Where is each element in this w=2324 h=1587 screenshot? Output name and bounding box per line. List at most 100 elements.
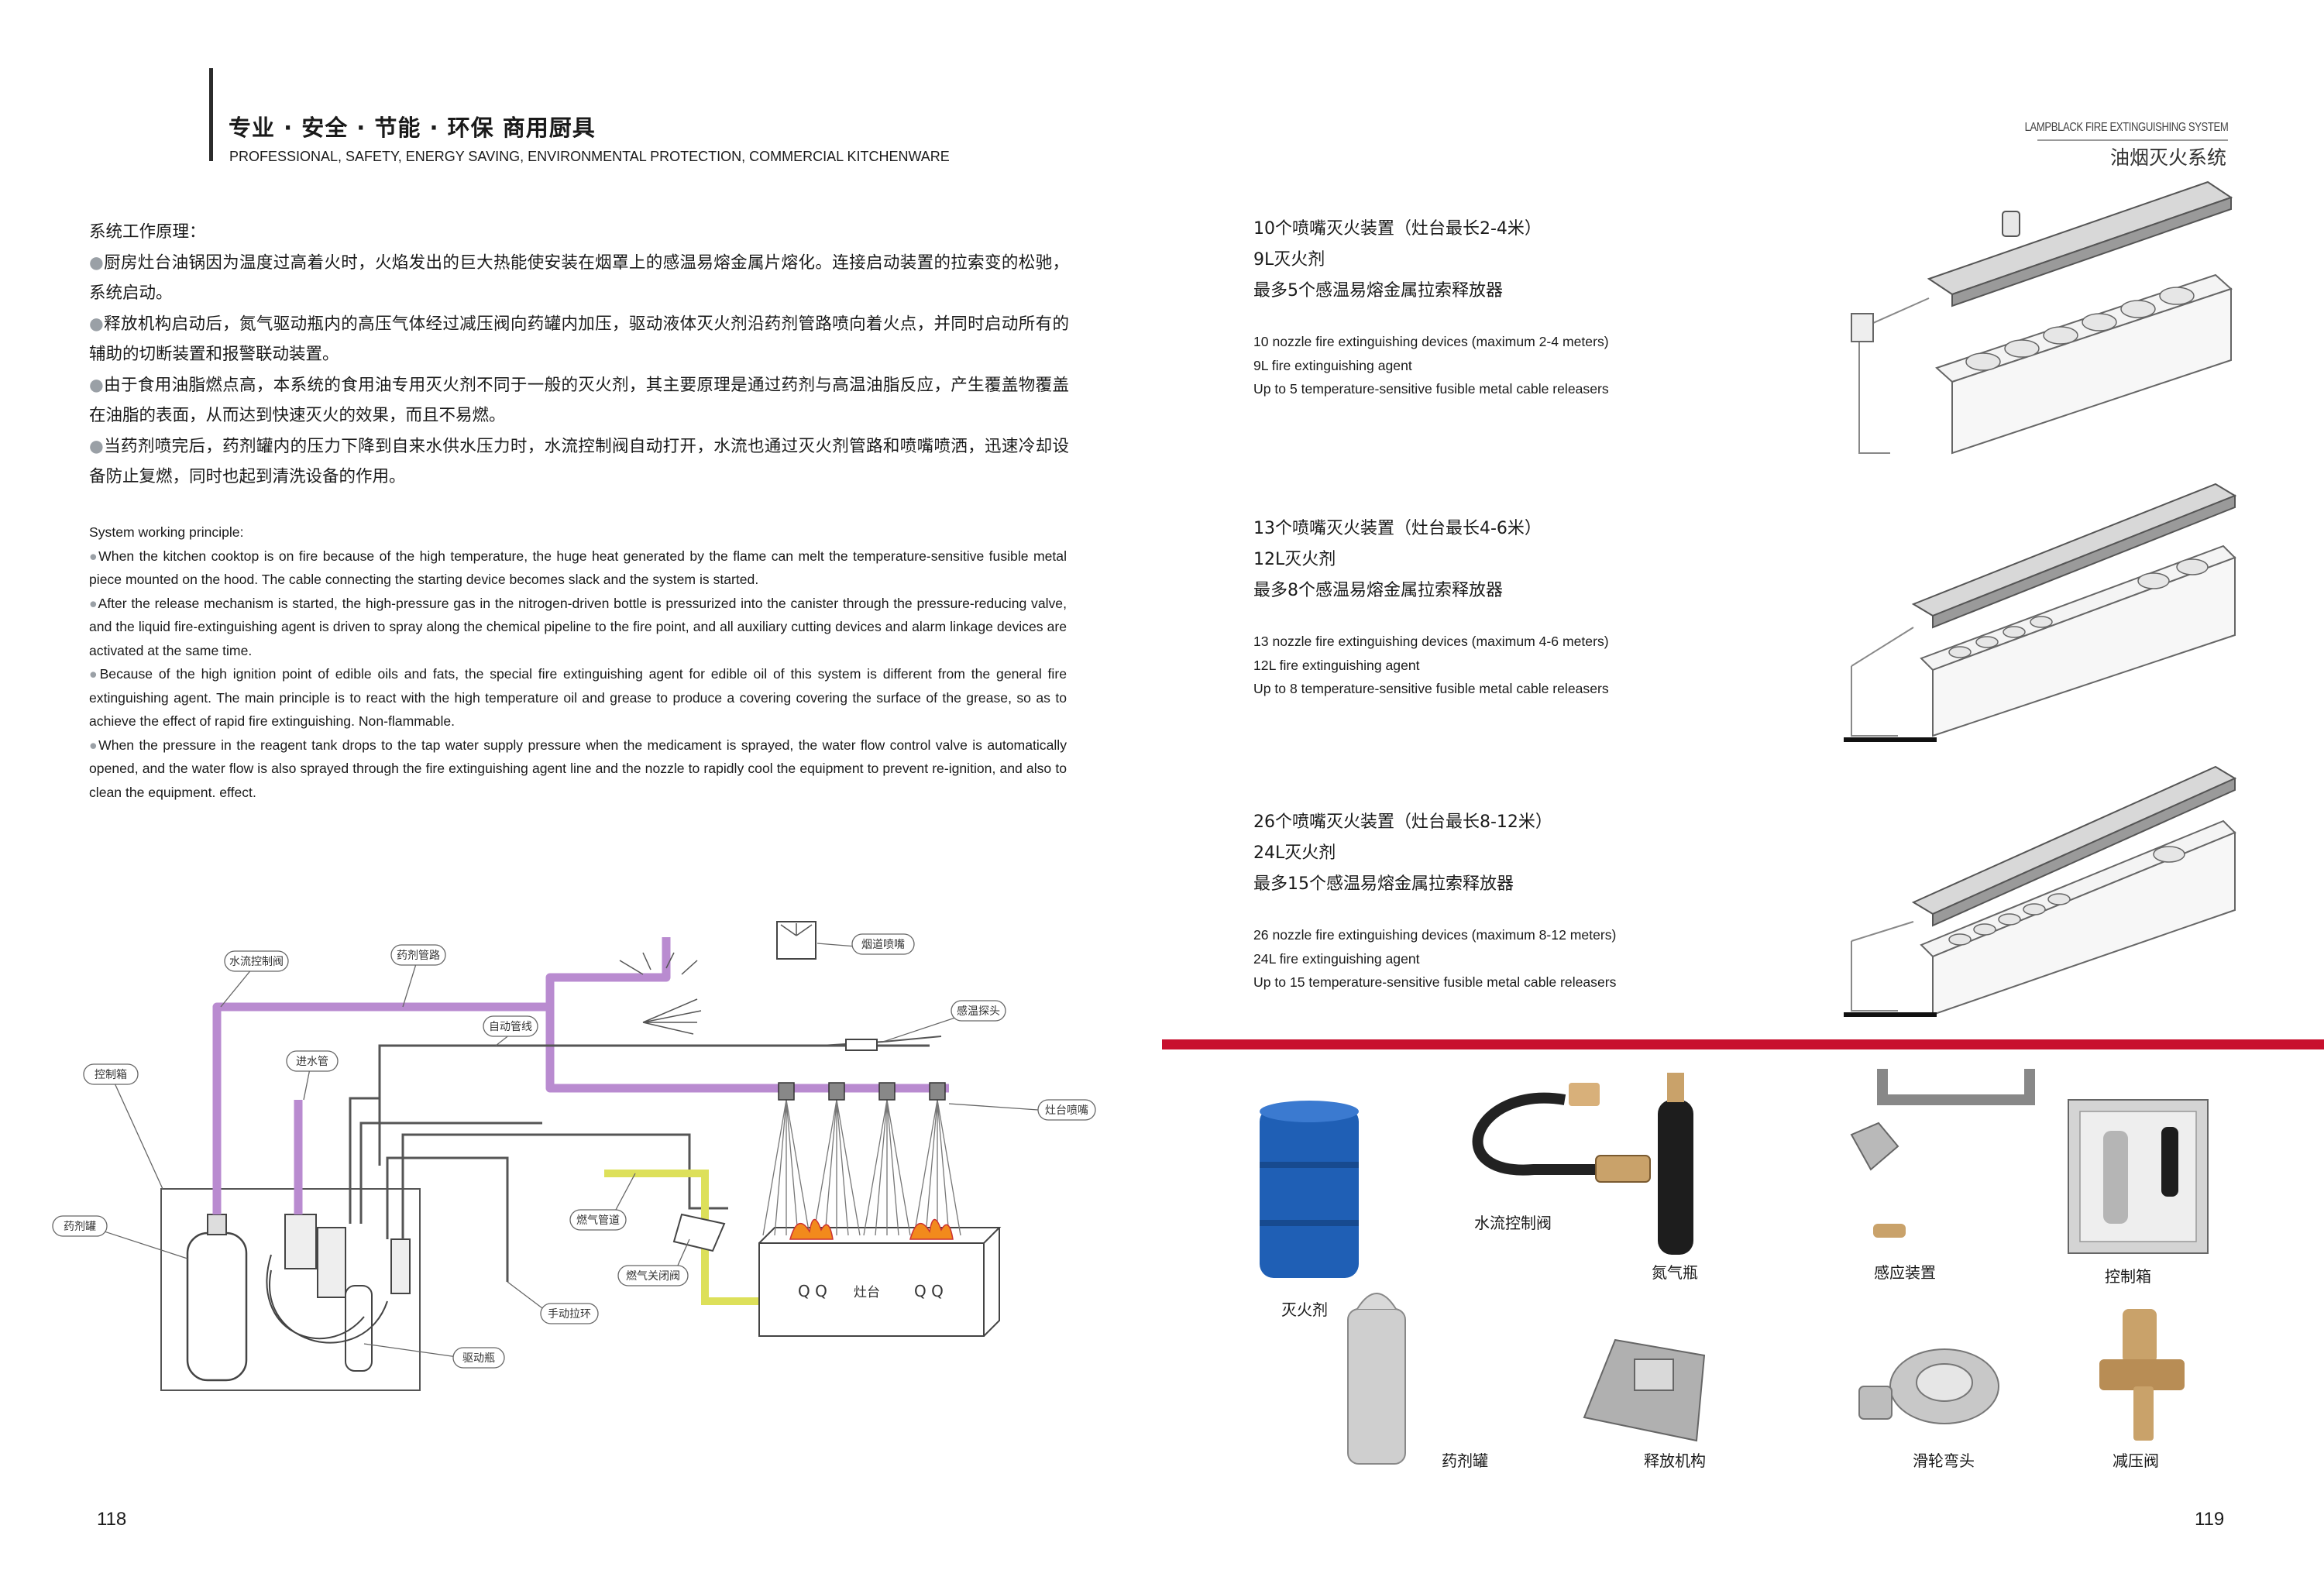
system-title-divider: [2037, 139, 2228, 141]
hood-illustration-medium: [1844, 483, 2237, 742]
hood-front: [1951, 196, 2232, 307]
page-number-right: 119: [2195, 1509, 2225, 1530]
bullet-icon: ●: [89, 314, 105, 334]
spec-cn-line: 最多8个感温易熔金属拉索释放器: [1253, 581, 1503, 600]
bullet-icon: ●: [89, 252, 105, 273]
callout-labels: 水流控制阀 药剂管路 烟道喷嘴 感温探头 自动管线 进水管 控制箱 灶台喷嘴 药…: [64, 939, 1088, 1365]
control-box-image: [2068, 1099, 2209, 1254]
nitrogen-bottle-image: [1658, 1073, 1693, 1255]
spec-en-line: 13 nozzle fire extinguishing devices (ma…: [1253, 634, 1609, 649]
spec-en-lines: 26 nozzle fire extinguishing devices (ma…: [1253, 923, 1811, 994]
product-images: [1260, 1069, 2209, 1465]
agent-tank-shape: [186, 1231, 248, 1382]
spec-block-26-nozzle: 26个喷嘴灭火装置（灶台最长8-12米） 24L灭火剂 最多15个感温易熔金属拉…: [1253, 807, 1811, 994]
stove-body: [758, 1242, 985, 1337]
system-title-en: LAMPBLACK FIRE EXTINGUISHING SYSTEM: [2024, 121, 2228, 134]
bullet-icon: ●: [89, 737, 99, 753]
hood-illustration-small: [1851, 180, 2233, 455]
principle-en-item: ●Because of the high ignition point of e…: [89, 666, 1067, 729]
principle-cn: 系统工作原理： ●厨房灶台油锅因为温度过高着火时，火焰发出的巨大热能使安装在烟罩…: [89, 217, 1069, 493]
label-agent-pipe: 药剂管路: [397, 950, 440, 962]
hood-tank: [2002, 211, 2020, 237]
product-label: 药剂罐: [1442, 1451, 1488, 1470]
hood-illustration-large: [1844, 765, 2237, 1017]
sensor-housing: [845, 1039, 878, 1051]
system-title-cn: 油烟灭火系统: [2109, 146, 2226, 169]
spec-en-line: 12L fire extinguishing agent: [1253, 657, 1420, 673]
bullet-icon: ●: [89, 666, 100, 682]
sensor-line: [820, 1036, 942, 1046]
spec-en-line: 10 nozzle fire extinguishing devices (ma…: [1253, 334, 1609, 349]
principle-en-item: ●When the pressure in the reagent tank d…: [89, 737, 1067, 800]
principle-en-item: ●After the release mechanism is started,…: [89, 595, 1067, 658]
spec-en-line: Up to 15 temperature-sensitive fusible m…: [1253, 974, 1617, 990]
burner-rings: [1948, 846, 2185, 946]
product-label: 控制箱: [2105, 1267, 2151, 1286]
product-label: 水流控制阀: [1474, 1214, 1552, 1232]
tank-neck: [207, 1214, 227, 1235]
system-diagram: Q Q Q Q 灶台 水流控制阀 药剂管路 烟道喷嘴 感温探头 自动管线 进水管…: [52, 921, 1096, 1391]
hood-front: [1932, 494, 2236, 629]
spec-en-lines: 10 nozzle fire extinguishing devices (ma…: [1253, 330, 1811, 401]
spec-cn-line: 26个喷嘴灭火装置（灶台最长8-12米）: [1253, 812, 1552, 832]
hood-top: [1927, 180, 2233, 296]
agent-pipeline: [212, 937, 949, 1214]
label-stove-nozzle: 灶台喷嘴: [1045, 1104, 1088, 1117]
water-valve-image: [1472, 1083, 1651, 1183]
stove-burner-marks: Q Q: [798, 1282, 827, 1300]
hood-nozzle-box: [776, 921, 816, 960]
valve-body: [317, 1227, 346, 1298]
principle-cn-item: ●由于食用油脂燃点高，本系统的食用油专用灭火剂不同于一般的灭火剂，其主要原理是通…: [89, 375, 1069, 426]
cabinet-front: [1932, 831, 2236, 1016]
bullet-icon: ●: [89, 595, 98, 611]
label-hood-nozzle: 烟道喷嘴: [861, 939, 905, 951]
header-title-cn: 专业 · 安全 · 节能 · 环保 商用厨具: [229, 115, 596, 141]
header-title-en: PROFESSIONAL, SAFETY, ENERGY SAVING, ENV…: [229, 149, 950, 164]
agent-drum-image: [1260, 1101, 1359, 1278]
principle-cn-heading: 系统工作原理：: [89, 222, 206, 242]
spec-block-13-nozzle: 13个喷嘴灭火装置（灶台最长4-6米） 12L灭火剂 最多8个感温易熔金属拉索释…: [1253, 514, 1811, 701]
stove-nozzles: [778, 1082, 946, 1101]
gas-shutoff-valve: [672, 1213, 726, 1252]
valve-body: [284, 1214, 317, 1269]
agent-tank-image: [1347, 1293, 1406, 1465]
pulley-elbow-image: [1858, 1348, 1999, 1424]
stove-burner-marks: Q Q: [914, 1282, 944, 1300]
driver-bottle-shape: [345, 1285, 373, 1372]
label-gas-valve: 燃气关闭阀: [626, 1269, 680, 1283]
label-sensor: 感温探头: [957, 1005, 1000, 1018]
principle-en-item: ●When the kitchen cooktop is on fire bec…: [89, 548, 1067, 588]
spec-cn-line: 10个喷嘴灭火装置（灶台最长2-4米）: [1253, 219, 1542, 239]
label-auto-line: 自动管线: [489, 1021, 532, 1033]
principle-cn-item: ●厨房灶台油锅因为温度过高着火时，火焰发出的巨大热能使安装在烟罩上的感温易熔金属…: [89, 252, 1069, 304]
spec-en-line: Up to 5 temperature-sensitive fusible me…: [1253, 381, 1609, 397]
cabinet-outline: [160, 1188, 421, 1391]
page-number-left: 118: [97, 1509, 127, 1530]
principle-en-heading: System working principle:: [89, 524, 244, 540]
spec-en-line: 26 nozzle fire extinguishing devices (ma…: [1253, 927, 1617, 943]
control-box: [1851, 313, 1874, 342]
product-label: 灭火剂: [1281, 1300, 1328, 1319]
spec-en-line: Up to 8 temperature-sensitive fusible me…: [1253, 681, 1609, 696]
hood-front: [1932, 777, 2236, 927]
spec-cn-line: 24L灭火剂: [1253, 843, 1336, 863]
pipe-run: [1851, 627, 1914, 737]
bullet-icon: ●: [89, 375, 105, 395]
spec-en-lines: 13 nozzle fire extinguishing devices (ma…: [1253, 630, 1811, 701]
pipe-run: [1851, 921, 1914, 1012]
spec-en-line: 24L fire extinguishing agent: [1253, 950, 1420, 967]
cabinet-front: [1932, 556, 2236, 737]
flame-icon: [789, 1218, 954, 1240]
bullet-icon: ●: [89, 436, 105, 456]
stove-nozzle-spray: [762, 1099, 961, 1236]
label-agent-tank: 药剂罐: [64, 1221, 96, 1233]
product-label: 感应装置: [1874, 1263, 1936, 1282]
spec-cn-line: 最多15个感温易熔金属拉索释放器: [1253, 874, 1514, 894]
burner-rings: [1965, 287, 2195, 371]
principle-en: System working principle: ●When the kitc…: [89, 520, 1067, 804]
valve-body: [390, 1238, 411, 1294]
product-label: 氮气瓶: [1652, 1263, 1698, 1282]
label-inlet-pipe: 进水管: [296, 1056, 328, 1068]
product-label: 释放机构: [1644, 1451, 1706, 1470]
spec-en-line: 9L fire extinguishing agent: [1253, 357, 1412, 373]
